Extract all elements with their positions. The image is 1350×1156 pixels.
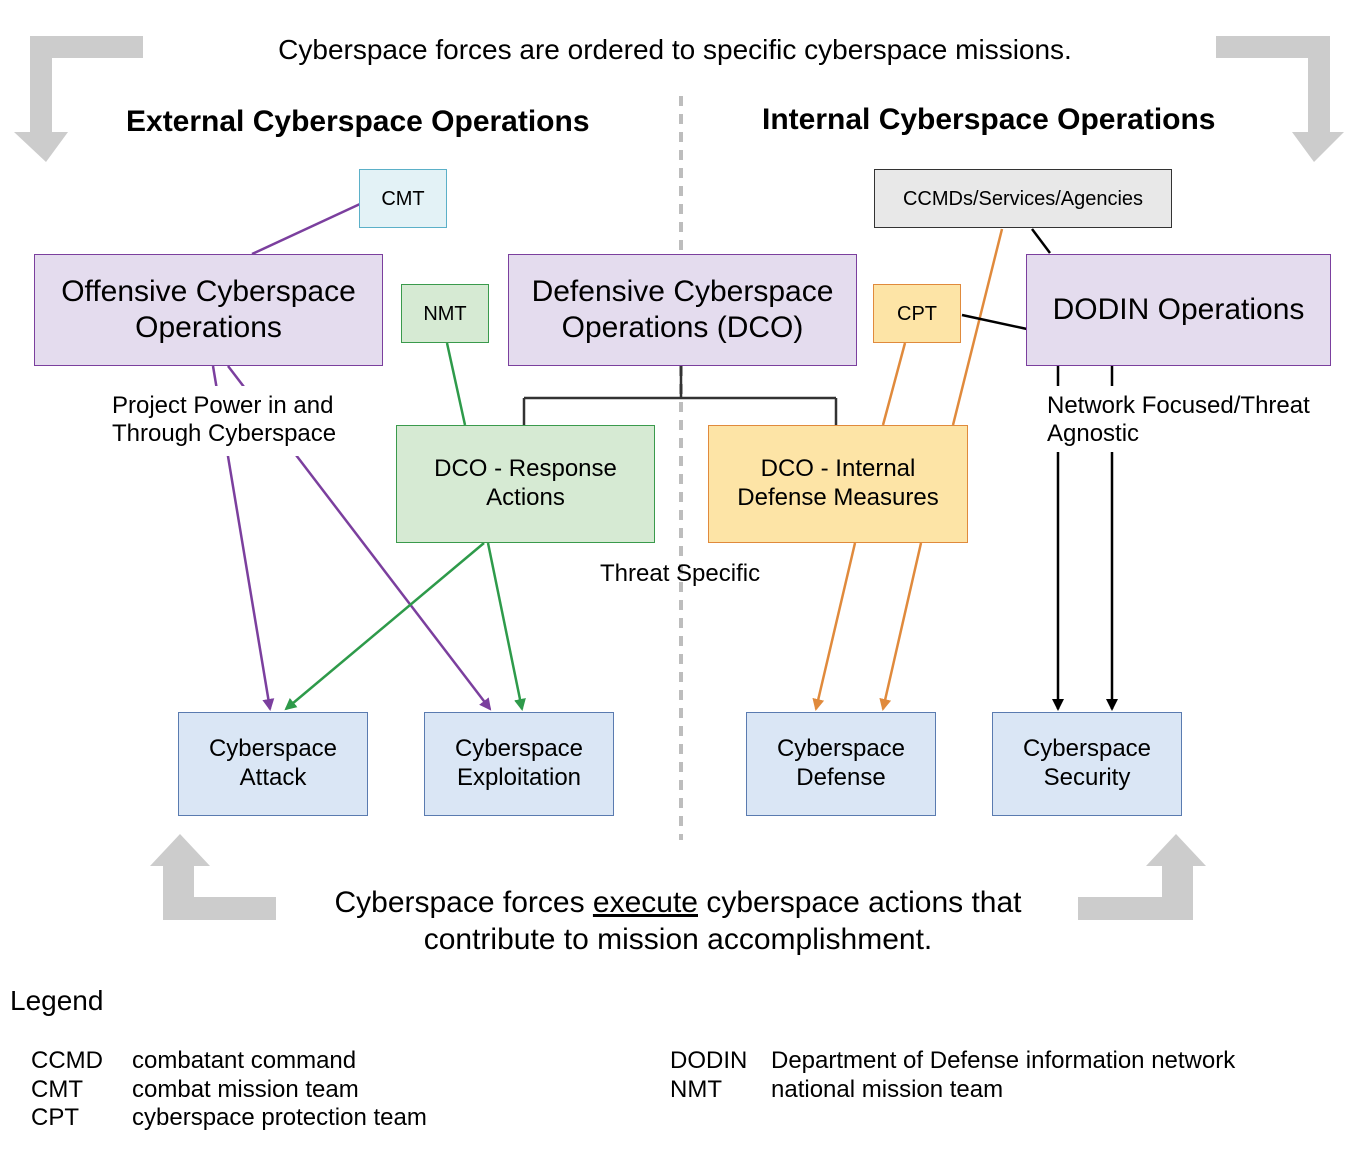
exploit-label-line1: Cyberspace <box>454 735 584 763</box>
project-power-label-bg <box>88 386 364 456</box>
dodin-operations-node: DODIN Operations <box>1026 254 1331 366</box>
dco-label-line1: Defensive Cyberspace <box>531 275 834 308</box>
cpt-to-dco-idm-line <box>881 342 907 426</box>
corner-arrow-bottom-left <box>150 834 276 920</box>
legend-abbr: CCMD <box>31 1047 103 1074</box>
nmt-label: NMT <box>423 302 467 325</box>
bottom-banner-text: Cyberspace forces execute cyberspace act… <box>0 884 1350 958</box>
corner-arrow-top-left <box>14 36 143 162</box>
bottom-banner-line1: Cyberspace forces execute cyberspace act… <box>0 884 1350 921</box>
cpt-label: CPT <box>897 302 937 325</box>
dco-idm-label-line2: Defense Measures <box>737 484 939 511</box>
legend-definition: national mission team <box>771 1076 1004 1103</box>
defense-label-line1: Cyberspace <box>776 735 906 763</box>
threat-specific-annotation: Threat Specific <box>600 560 761 587</box>
legend-entry: NMT national mission team <box>670 1076 1330 1106</box>
project-power-line1: Project Power in and <box>112 392 334 419</box>
cmt-to-oco-line <box>251 202 361 256</box>
defense-label-line2: Defense <box>796 764 886 791</box>
security-label-line2: Security <box>1043 764 1131 791</box>
network-focused-line2: Agnostic <box>1047 420 1140 447</box>
exploit-label-line2: Exploitation <box>456 764 582 791</box>
legend-entry: CPT cyberspace protection team <box>31 1104 631 1134</box>
nmt-to-dco-ra-line <box>445 342 467 426</box>
corner-arrow-top-right <box>1216 36 1344 162</box>
network-focused-line1: Network Focused/Threat <box>1047 392 1310 419</box>
attack-label-line2: Attack <box>239 764 307 791</box>
legend-abbr: DODIN <box>670 1047 748 1074</box>
legend-definition: Department of Defense information networ… <box>771 1047 1236 1074</box>
dco-idm-to-defense-arrow-1 <box>812 542 857 711</box>
dco-label-line2: Operations (DCO) <box>561 311 804 344</box>
dco-internal-defense-measures-node: DCO - Internal Defense Measures <box>708 425 968 543</box>
top-banner-text: Cyberspace forces are ordered to specifi… <box>278 34 1072 65</box>
dco-bracket <box>522 366 838 425</box>
legend-abbr: NMT <box>670 1076 722 1103</box>
legend-abbr: CMT <box>31 1076 83 1103</box>
legend-entry: DODIN Department of Defense information … <box>670 1047 1330 1077</box>
corner-arrow-bottom-right <box>1078 834 1206 920</box>
cyberspace-defense-node: Cyberspace Defense <box>746 712 936 816</box>
cmt-node: CMT <box>359 169 447 228</box>
dodin-label: DODIN Operations <box>1052 293 1305 326</box>
internal-ops-title: Internal Cyberspace Operations <box>762 103 1216 136</box>
dco-ra-to-exploitation-arrow <box>486 542 526 711</box>
dco-ra-label-line1: DCO - Response <box>434 455 617 483</box>
oco-label-line2: Operations <box>135 311 282 344</box>
dco-ra-label-line2: Actions <box>486 484 565 511</box>
legend-definition: combat mission team <box>132 1076 359 1103</box>
legend-definition: combatant command <box>132 1047 357 1074</box>
legend-definition: cyberspace protection team <box>132 1104 427 1131</box>
legend-abbr: CPT <box>31 1104 79 1131</box>
cyberspace-exploitation-node: Cyberspace Exploitation <box>424 712 614 816</box>
offensive-cyberspace-operations-node: Offensive Cyberspace Operations <box>34 254 383 366</box>
project-power-annotation: Project Power in and Through Cyberspace <box>112 392 336 448</box>
bottom-banner-line1-pre: Cyberspace forces <box>334 886 593 919</box>
ccmds-node: CCMDs/Services/Agencies <box>874 169 1172 228</box>
external-ops-title: External Cyberspace Operations <box>126 105 590 138</box>
attack-label-line1: Cyberspace <box>208 735 338 763</box>
dco-idm-to-defense-arrow-2 <box>879 542 923 711</box>
oco-label-line1: Offensive Cyberspace <box>61 275 356 308</box>
dco-idm-label-line1: DCO - Internal <box>760 455 916 483</box>
project-power-line2: Through Cyberspace <box>112 420 337 447</box>
defensive-cyberspace-operations-node: Defensive Cyberspace Operations (DCO) <box>508 254 857 366</box>
dco-ra-to-attack-arrow <box>284 542 485 711</box>
dco-response-actions-node: DCO - Response Actions <box>396 425 655 543</box>
bottom-banner-execute-word: execute <box>592 886 698 919</box>
nmt-node: NMT <box>401 284 489 343</box>
bottom-banner-line1-post: cyberspace actions that <box>698 886 1022 919</box>
ccmds-to-dco-idm-line <box>951 228 1004 426</box>
bottom-banner-line2: contribute to mission accomplishment. <box>423 923 933 956</box>
network-focused-label-bg <box>1036 386 1330 452</box>
ccmds-label: CCMDs/Services/Agencies <box>902 187 1144 210</box>
network-focused-annotation: Network Focused/Threat Agnostic <box>1047 392 1310 448</box>
legend-title: Legend <box>10 985 104 1016</box>
cyberspace-security-node: Cyberspace Security <box>992 712 1182 816</box>
cmt-label: CMT <box>381 187 425 210</box>
legend-entry: CMT combat mission team <box>31 1076 631 1106</box>
ccmds-to-dodin-line <box>1031 228 1051 254</box>
cyberspace-attack-node: Cyberspace Attack <box>178 712 368 816</box>
cpt-to-dodin-line <box>961 313 1028 331</box>
legend-entry: CCMD combatant command <box>31 1047 631 1077</box>
cpt-node: CPT <box>873 284 961 343</box>
security-label-line1: Cyberspace <box>1022 735 1152 763</box>
